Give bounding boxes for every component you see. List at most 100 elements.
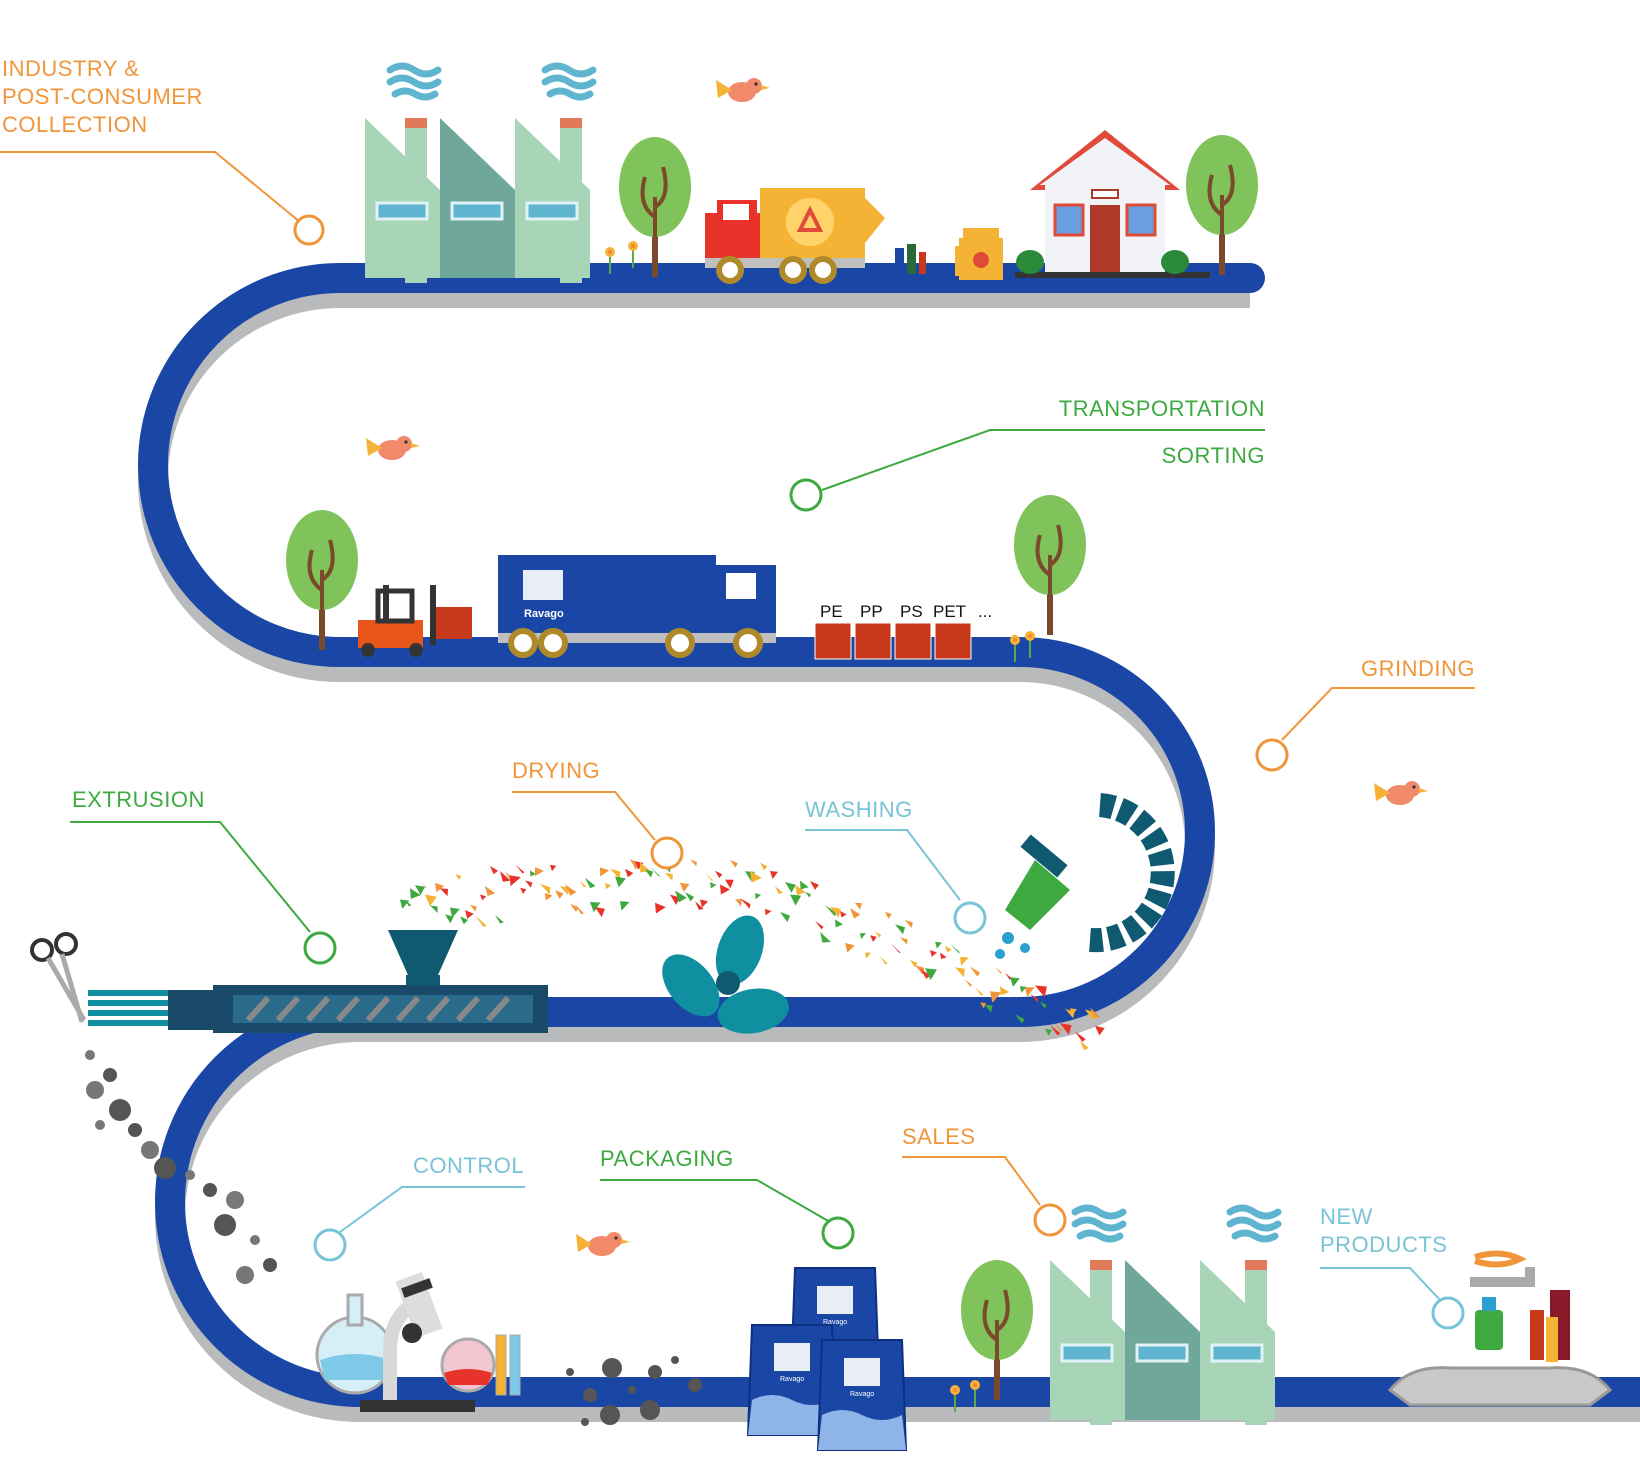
pellet <box>203 1183 217 1197</box>
stage-grinding-label: GRINDING <box>1361 656 1475 681</box>
factory-icon <box>365 66 593 283</box>
flake <box>510 875 521 887</box>
flake <box>435 882 445 893</box>
flake <box>770 870 778 879</box>
flake <box>960 956 969 966</box>
tree-icon <box>1012 493 1088 637</box>
flake <box>650 866 660 877</box>
flake <box>455 873 462 880</box>
flake <box>775 886 783 895</box>
flake <box>615 876 626 888</box>
flake <box>585 877 596 889</box>
flake <box>755 893 762 900</box>
pellet <box>581 1418 589 1426</box>
pellet <box>583 1388 597 1402</box>
pellet <box>109 1099 131 1121</box>
flake <box>570 903 579 912</box>
recycling-truck-icon <box>705 188 885 284</box>
propeller-icon <box>662 915 789 1034</box>
flake <box>605 882 612 890</box>
bird-icon <box>366 436 420 460</box>
flake <box>935 941 942 949</box>
flake <box>1005 972 1012 980</box>
flake <box>875 931 882 938</box>
pellet <box>628 1386 636 1394</box>
pellet <box>95 1120 105 1130</box>
pellets-trail <box>566 1356 702 1426</box>
stage-extrusion-label: EXTRUSION <box>72 787 205 812</box>
flake <box>625 868 634 878</box>
flake <box>490 866 499 875</box>
flake <box>445 914 454 924</box>
flake <box>475 915 487 928</box>
forklift-icon <box>358 585 472 657</box>
flake <box>425 894 437 907</box>
flake <box>760 862 768 871</box>
flake <box>1035 985 1047 998</box>
pellet <box>185 1170 195 1180</box>
flake <box>1025 987 1035 997</box>
sorting-code-pp: PP <box>860 602 883 621</box>
tree-icon <box>284 508 360 652</box>
flake <box>855 902 862 910</box>
flake <box>725 879 734 889</box>
stage-sales-label: SALES <box>902 1124 976 1149</box>
flake <box>985 1004 993 1013</box>
tree-icon <box>1184 133 1260 277</box>
sorting-code-pe: PE <box>820 602 843 621</box>
stage-transportation-label: TRANSPORTATION <box>1058 396 1265 421</box>
pellet <box>648 1365 662 1379</box>
flake <box>695 901 704 910</box>
sorting-code-ps: PS <box>900 602 923 621</box>
flake <box>860 933 867 940</box>
flake <box>920 968 931 979</box>
flake <box>595 907 605 918</box>
flake <box>795 884 806 896</box>
flake <box>805 891 812 898</box>
flake <box>1070 1008 1077 1016</box>
flake <box>710 882 717 889</box>
flake <box>575 904 585 914</box>
flake <box>640 862 651 873</box>
flake <box>655 902 666 914</box>
pellet <box>214 1214 236 1236</box>
flake <box>580 880 587 887</box>
pellet <box>128 1123 142 1137</box>
flake <box>565 884 577 896</box>
flake <box>925 968 937 981</box>
pellet <box>103 1068 117 1082</box>
flake <box>1015 1014 1025 1024</box>
pellet <box>600 1405 620 1425</box>
flake <box>810 880 819 890</box>
flake <box>975 987 984 996</box>
flake <box>680 882 690 893</box>
flake <box>720 884 730 895</box>
flake <box>700 899 709 908</box>
pellet <box>85 1050 95 1060</box>
flake <box>850 908 861 919</box>
flake <box>890 942 901 954</box>
stage-new-products-label: NEW PRODUCTS <box>1320 1204 1448 1257</box>
flake <box>620 901 630 911</box>
flake <box>690 859 697 867</box>
flake <box>955 967 965 978</box>
stage-control-label: CONTROL <box>413 1153 525 1178</box>
flake <box>885 911 892 919</box>
flake <box>530 870 537 877</box>
flake <box>560 886 569 895</box>
pellet <box>688 1378 702 1392</box>
flake <box>545 892 553 901</box>
flake <box>1060 1023 1072 1035</box>
flake <box>835 919 844 928</box>
flake <box>900 937 908 945</box>
bird-icon <box>576 1232 630 1256</box>
flake <box>945 945 952 953</box>
flake <box>905 920 913 928</box>
pellet <box>640 1400 660 1420</box>
flake <box>1040 1001 1047 1009</box>
flake <box>645 869 654 878</box>
flake <box>930 949 937 957</box>
pipe-icon <box>1470 1277 1530 1287</box>
flake <box>740 898 751 909</box>
flake <box>765 908 772 916</box>
